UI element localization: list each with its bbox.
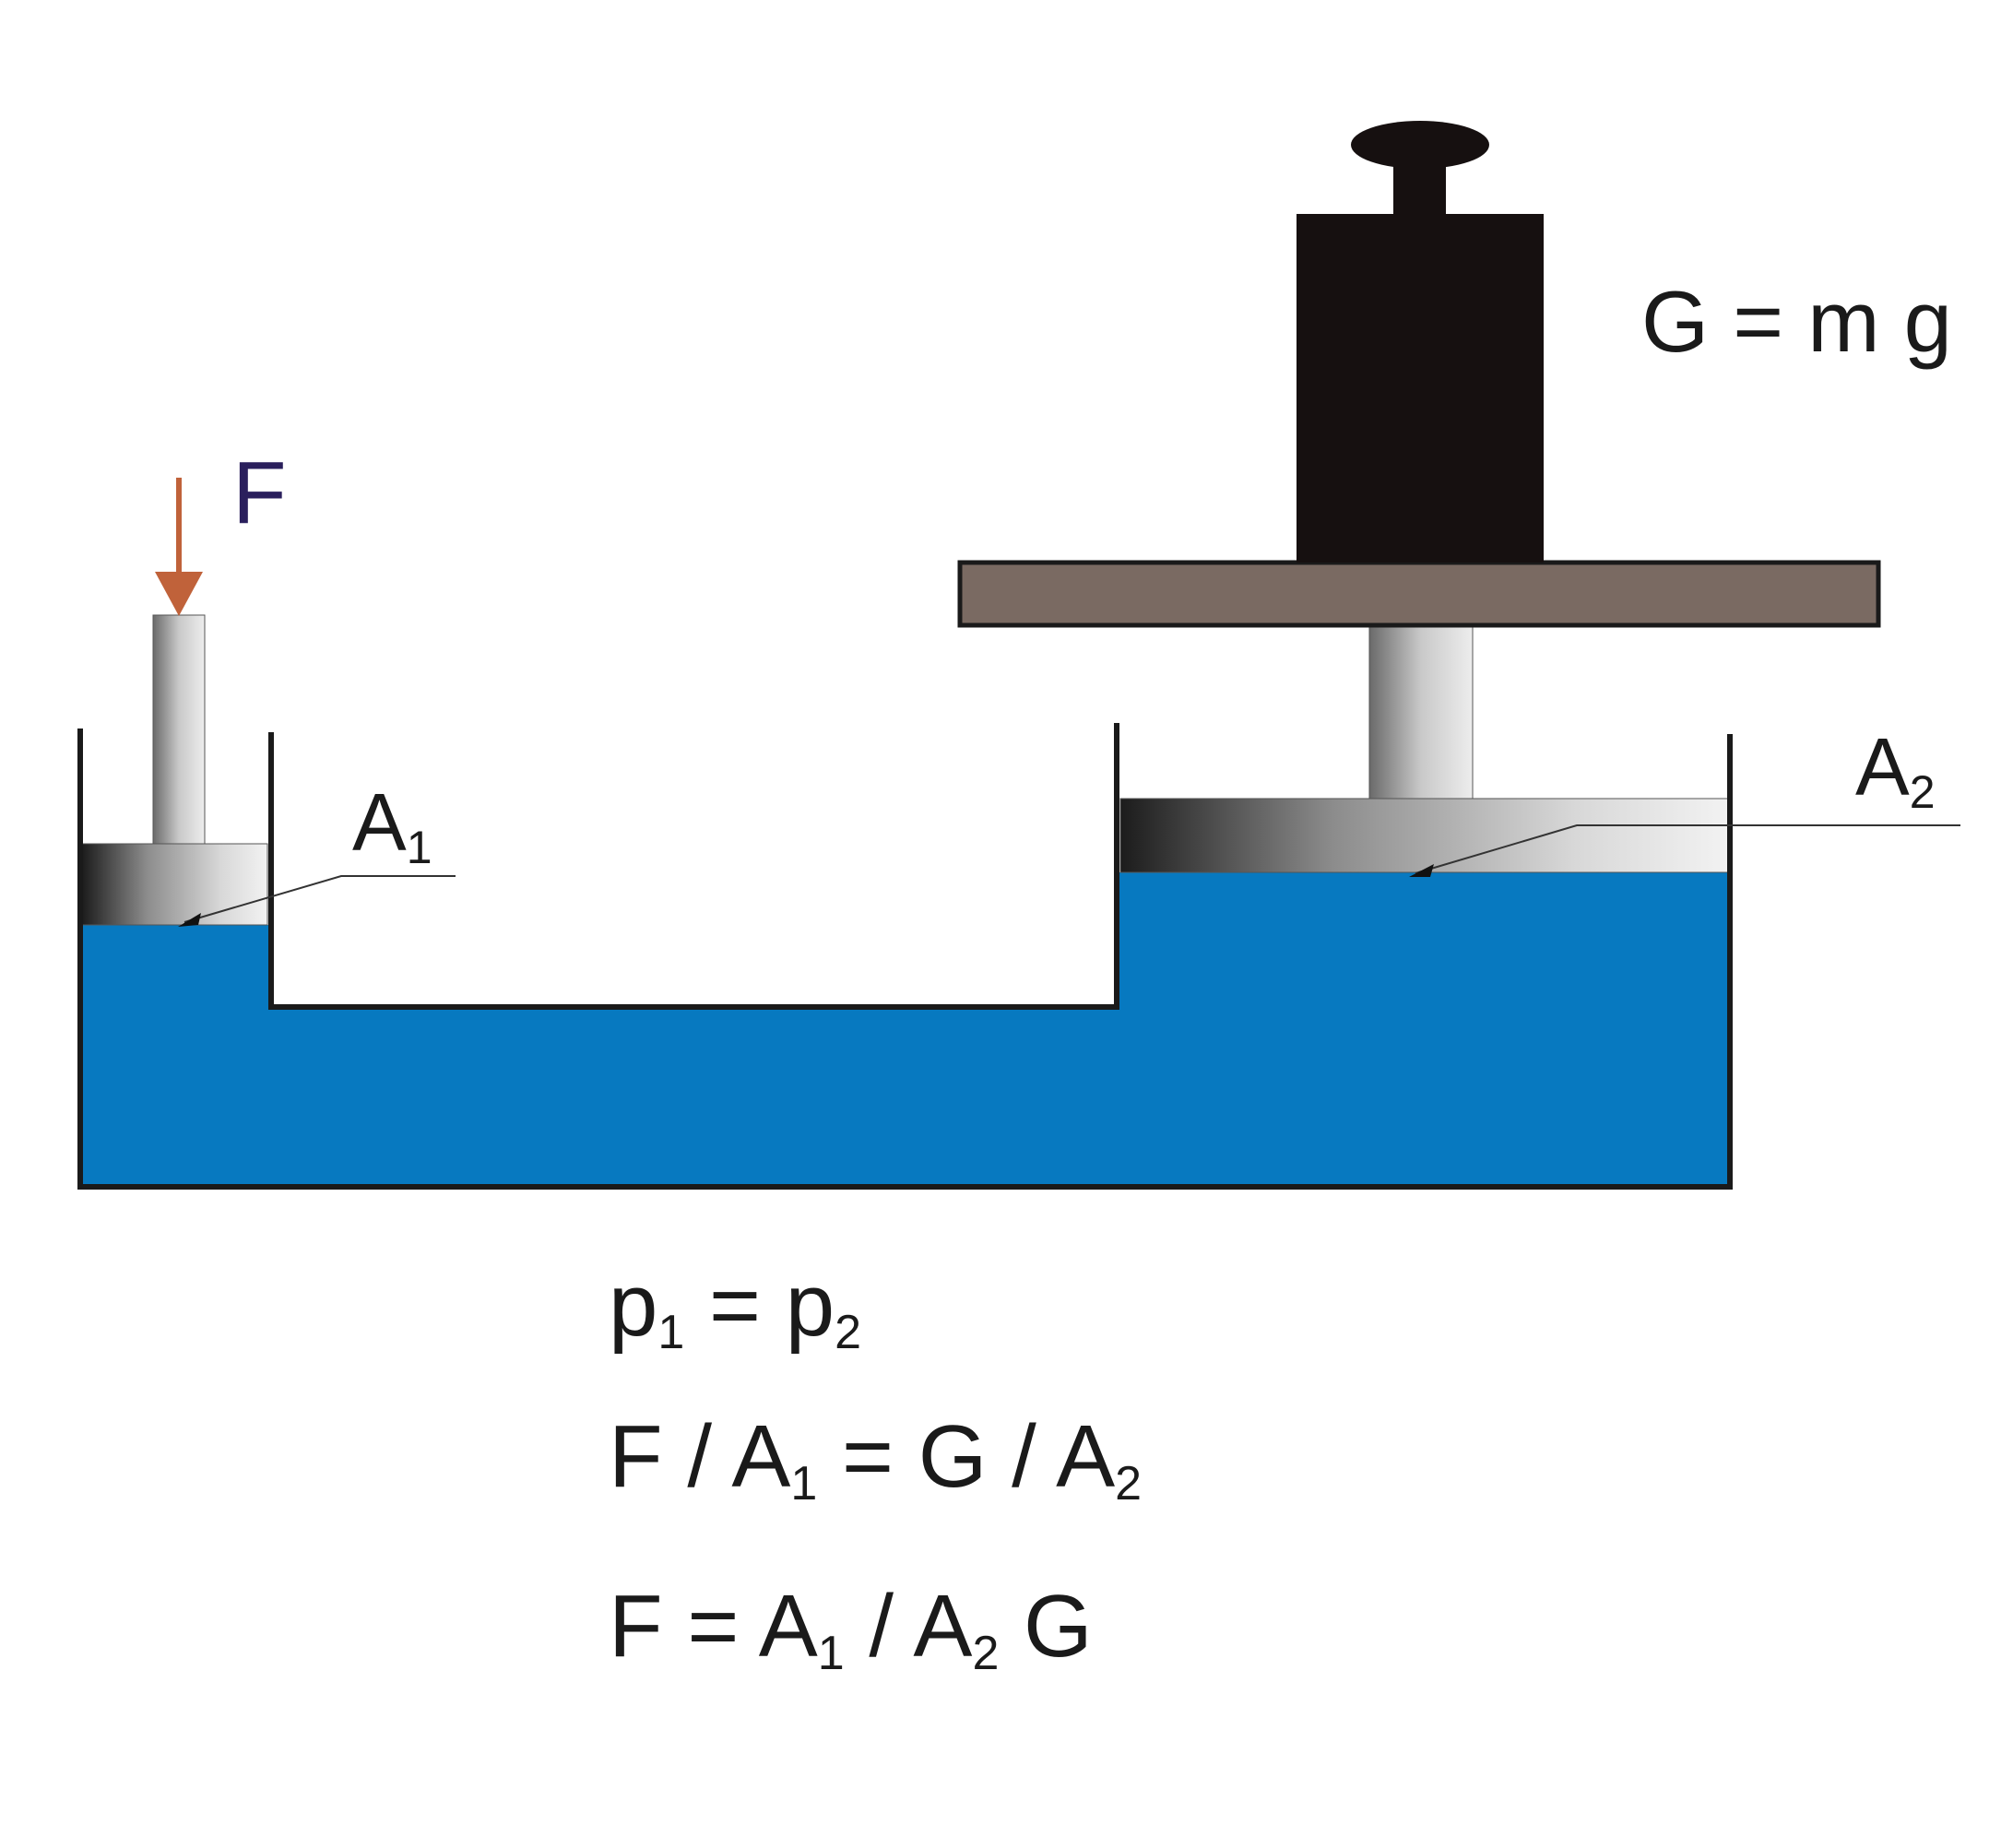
- force-label: F: [232, 444, 287, 542]
- force-arrow-icon: [155, 478, 203, 616]
- eq3-mid: / A: [845, 1577, 973, 1676]
- area-label-a1: A1: [352, 776, 432, 873]
- eq1-a-sub: 1: [657, 1306, 684, 1359]
- weight-body: [1297, 214, 1544, 563]
- small-piston: [81, 843, 268, 926]
- eq3-tail: G: [999, 1577, 1092, 1676]
- eq2-mid: = G / A: [817, 1407, 1115, 1506]
- area-label-a2-sub: 2: [1910, 766, 1936, 818]
- area-label-a1-sub: 1: [407, 822, 432, 873]
- large-piston: [1119, 798, 1729, 873]
- equation-pressure: p1 = p2: [609, 1256, 861, 1359]
- weight-knob: [1351, 121, 1489, 169]
- equation-ratio: F / A1 = G / A2: [609, 1407, 1142, 1510]
- leader-line-a2: [1409, 824, 1960, 877]
- area-label-a2-main: A: [1855, 721, 1910, 812]
- equation-force: F = A1 / A2 G: [609, 1577, 1093, 1680]
- load-platform: [957, 560, 1881, 628]
- large-piston-rod: [1368, 626, 1474, 800]
- eq2-a-sub: 1: [790, 1457, 817, 1510]
- small-piston-rod: [152, 614, 206, 845]
- area-label-a1-main: A: [352, 776, 407, 868]
- weight-equation: G = m g: [1641, 273, 1952, 370]
- eq3-b-sub: 2: [972, 1627, 999, 1680]
- eq1-mid: = p: [684, 1256, 835, 1355]
- eq2-a: F / A: [609, 1407, 790, 1506]
- eq2-b-sub: 2: [1115, 1457, 1142, 1510]
- eq3-a-sub: 1: [818, 1627, 845, 1680]
- leader-line-a1: [178, 875, 456, 927]
- eq1-b-sub: 2: [835, 1306, 861, 1359]
- eq3-a: F = A: [609, 1577, 818, 1676]
- hydraulic-fluid: [80, 872, 1730, 1187]
- area-label-a2: A2: [1855, 721, 1936, 818]
- eq1-a: p: [609, 1256, 657, 1355]
- vessel-outline: [77, 723, 1733, 1190]
